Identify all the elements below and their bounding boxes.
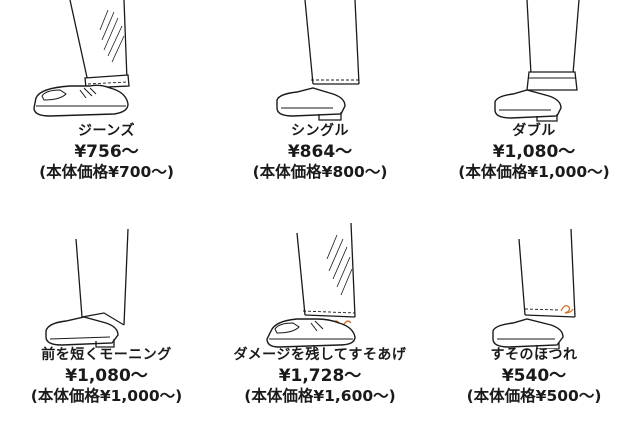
item-price: ¥756〜	[74, 142, 139, 163]
item-name: ダブル	[512, 123, 556, 139]
item-base-price: (本体価格¥500〜)	[466, 386, 602, 405]
damage-hem-icon	[213, 219, 427, 349]
item-jeans: ジーンズ ¥756〜 (本体価格¥700〜)	[0, 0, 213, 215]
item-single: シングル ¥864〜 (本体価格¥800〜)	[213, 0, 427, 215]
item-fray: すそのほつれ ¥540〜 (本体価格¥500〜)	[427, 215, 641, 430]
item-base-price: (本体価格¥1,000〜)	[458, 162, 610, 181]
item-name: 前を短くモーニング	[41, 347, 172, 363]
item-price: ¥540〜	[501, 366, 567, 387]
morning-cut-hem-icon	[0, 219, 214, 349]
item-price: ¥1,080〜	[65, 366, 148, 387]
jeans-hem-icon	[0, 0, 214, 122]
item-price: ¥1,080〜	[492, 142, 576, 163]
item-damage: ダメージを残してすそあげ ¥1,728〜 (本体価格¥1,600〜)	[213, 215, 427, 430]
item-base-price: (本体価格¥800〜)	[252, 162, 388, 181]
item-name: ジーンズ	[77, 123, 136, 139]
item-double: ダブル ¥1,080〜 (本体価格¥1,000〜)	[427, 0, 641, 215]
item-base-price: (本体価格¥1,000〜)	[30, 386, 183, 405]
item-morning: 前を短くモーニング ¥1,080〜 (本体価格¥1,000〜)	[0, 215, 213, 430]
item-name: すそのほつれ	[490, 347, 578, 363]
fray-repair-icon	[427, 219, 641, 349]
item-price: ¥864〜	[287, 142, 353, 163]
item-base-price: (本体価格¥1,600〜)	[244, 386, 396, 405]
item-name: ダメージを残してすそあげ	[233, 347, 407, 363]
double-cuff-hem-icon	[427, 0, 641, 122]
item-price: ¥1,728〜	[278, 366, 362, 387]
item-base-price: (本体価格¥700〜)	[39, 162, 174, 181]
single-hem-icon	[213, 0, 427, 122]
item-name: シングル	[291, 123, 349, 139]
